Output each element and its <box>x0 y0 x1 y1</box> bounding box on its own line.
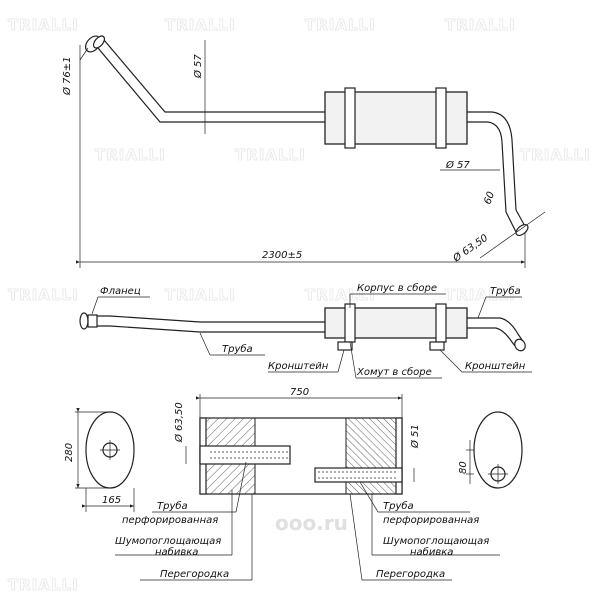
outlet-top <box>515 223 529 237</box>
watermark-text: TRIALLI <box>305 286 376 304</box>
watermark-text: TRIALLI <box>445 16 516 34</box>
section-view: 280 165 80 <box>64 387 523 581</box>
bracket-side-right <box>429 341 445 351</box>
perforated-pipe-left <box>199 445 291 465</box>
packing-right-label-1: Шумопоглощающая <box>383 536 489 547</box>
watermark-text: TRIALLI <box>520 146 591 164</box>
rear-pipe-dia-label: Ø 57 <box>445 159 470 171</box>
watermark-text: TRIALLI <box>8 576 79 594</box>
flange-dia-label: Ø 76±1 <box>61 56 73 96</box>
watermark-site: ooo.ru <box>275 511 348 535</box>
packing-left-label-2: набивка <box>155 546 198 558</box>
overall-length-label: 2300±5 <box>262 250 302 261</box>
watermark-text: TRIALLI <box>165 16 236 34</box>
packing-right-label-2: набивка <box>410 546 453 558</box>
watermark-text: TRIALLI <box>235 146 306 164</box>
clamp-top-left <box>344 87 356 149</box>
perforated-pipe-left-label-2: перфорированная <box>122 515 218 526</box>
pipe-right-label: Труба <box>490 285 521 297</box>
flange-side <box>79 312 98 330</box>
pipe-left-label: Труба <box>222 343 253 355</box>
packing-right <box>345 417 398 495</box>
watermark-layer: TRIALLI TRIALLI TRIALLI TRIALLI TRIALLI … <box>8 16 591 595</box>
length-label: 750 <box>290 387 309 398</box>
end-view-right: 80 <box>458 411 523 489</box>
bracket-right-label: Кронштейн <box>465 361 526 372</box>
offset-label: 80 <box>458 461 469 474</box>
side-view: Фланец Труба Корпус в сборе Труба Кроншт… <box>79 282 532 379</box>
perforated-pipe-right-label-2: перфорированная <box>383 515 479 526</box>
clamp-label: Хомут в сборе <box>356 366 432 378</box>
packing-left-label-1: Шумопоглощающая <box>115 536 221 547</box>
bracket-left-label: Кронштейн <box>268 361 329 372</box>
clamp-side-left <box>344 303 356 343</box>
watermark-text: TRIALLI <box>95 146 166 164</box>
width-label: 165 <box>102 495 121 506</box>
watermark-text: TRIALLI <box>8 16 79 34</box>
outlet-side <box>514 338 526 352</box>
flange-top <box>85 35 106 53</box>
baffle-right-label: Перегородка <box>376 569 445 580</box>
watermark-text: TRIALLI <box>165 286 236 304</box>
watermark-text: TRIALLI <box>8 286 79 304</box>
top-view: 2300±5 Ø 57 Ø 76±1 Ø 57 60 Ø 63,50 <box>61 35 546 268</box>
watermark-text: TRIALLI <box>305 16 376 34</box>
height-label: 280 <box>64 443 75 462</box>
perforated-pipe-left-label-1: Труба <box>157 500 188 512</box>
flange-label: Фланец <box>100 286 141 297</box>
front-pipe-dia-label: Ø 57 <box>192 54 204 79</box>
watermark-text: TRIALLI <box>445 286 516 304</box>
baffle-left-label: Перегородка <box>160 569 229 580</box>
bracket-side-left <box>337 341 353 351</box>
clamp-top-right <box>435 87 447 149</box>
end-view-left: 280 165 <box>64 407 135 512</box>
clamp-side-right <box>435 303 447 343</box>
outlet-dim-label: 60 <box>482 190 497 206</box>
outlet-dia-label: Ø 63,50 <box>450 232 490 265</box>
perforated-pipe-right-label-1: Труба <box>383 500 414 512</box>
inlet-dia-label: Ø 63,50 <box>173 402 185 443</box>
perforated-pipe-right <box>314 467 403 483</box>
outlet-dia-section-label: Ø 51 <box>409 424 421 449</box>
housing-label: Корпус в сборе <box>357 282 437 294</box>
